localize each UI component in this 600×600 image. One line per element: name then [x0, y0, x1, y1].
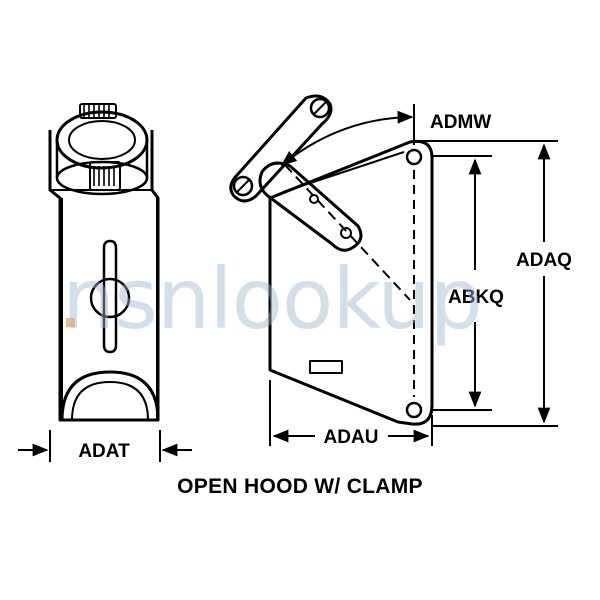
adat-label: ADAT [78, 441, 130, 462]
watermark-dot [66, 318, 75, 327]
diagram-caption: OPEN HOOD W/ CLAMP [177, 475, 423, 498]
clamp-top [55, 103, 149, 196]
watermark-text: nsnlookup [62, 250, 482, 348]
adat-dimension [18, 430, 192, 462]
adau-dimension [269, 380, 433, 446]
adau-label: ADAU [324, 427, 379, 448]
abkq-label: ABKQ [448, 287, 504, 308]
adaq-dimension [420, 140, 558, 427]
abkq-dimension [432, 155, 492, 411]
clamp-swing-path [284, 164, 411, 301]
admw-label: ADMW [430, 112, 491, 133]
clamp-screw-teeth [83, 104, 115, 186]
adaq-label: ADAQ [516, 250, 572, 271]
watermark: nsnlookup [62, 250, 483, 348]
admw-dimension [280, 104, 415, 167]
hood-front-view [48, 130, 160, 422]
